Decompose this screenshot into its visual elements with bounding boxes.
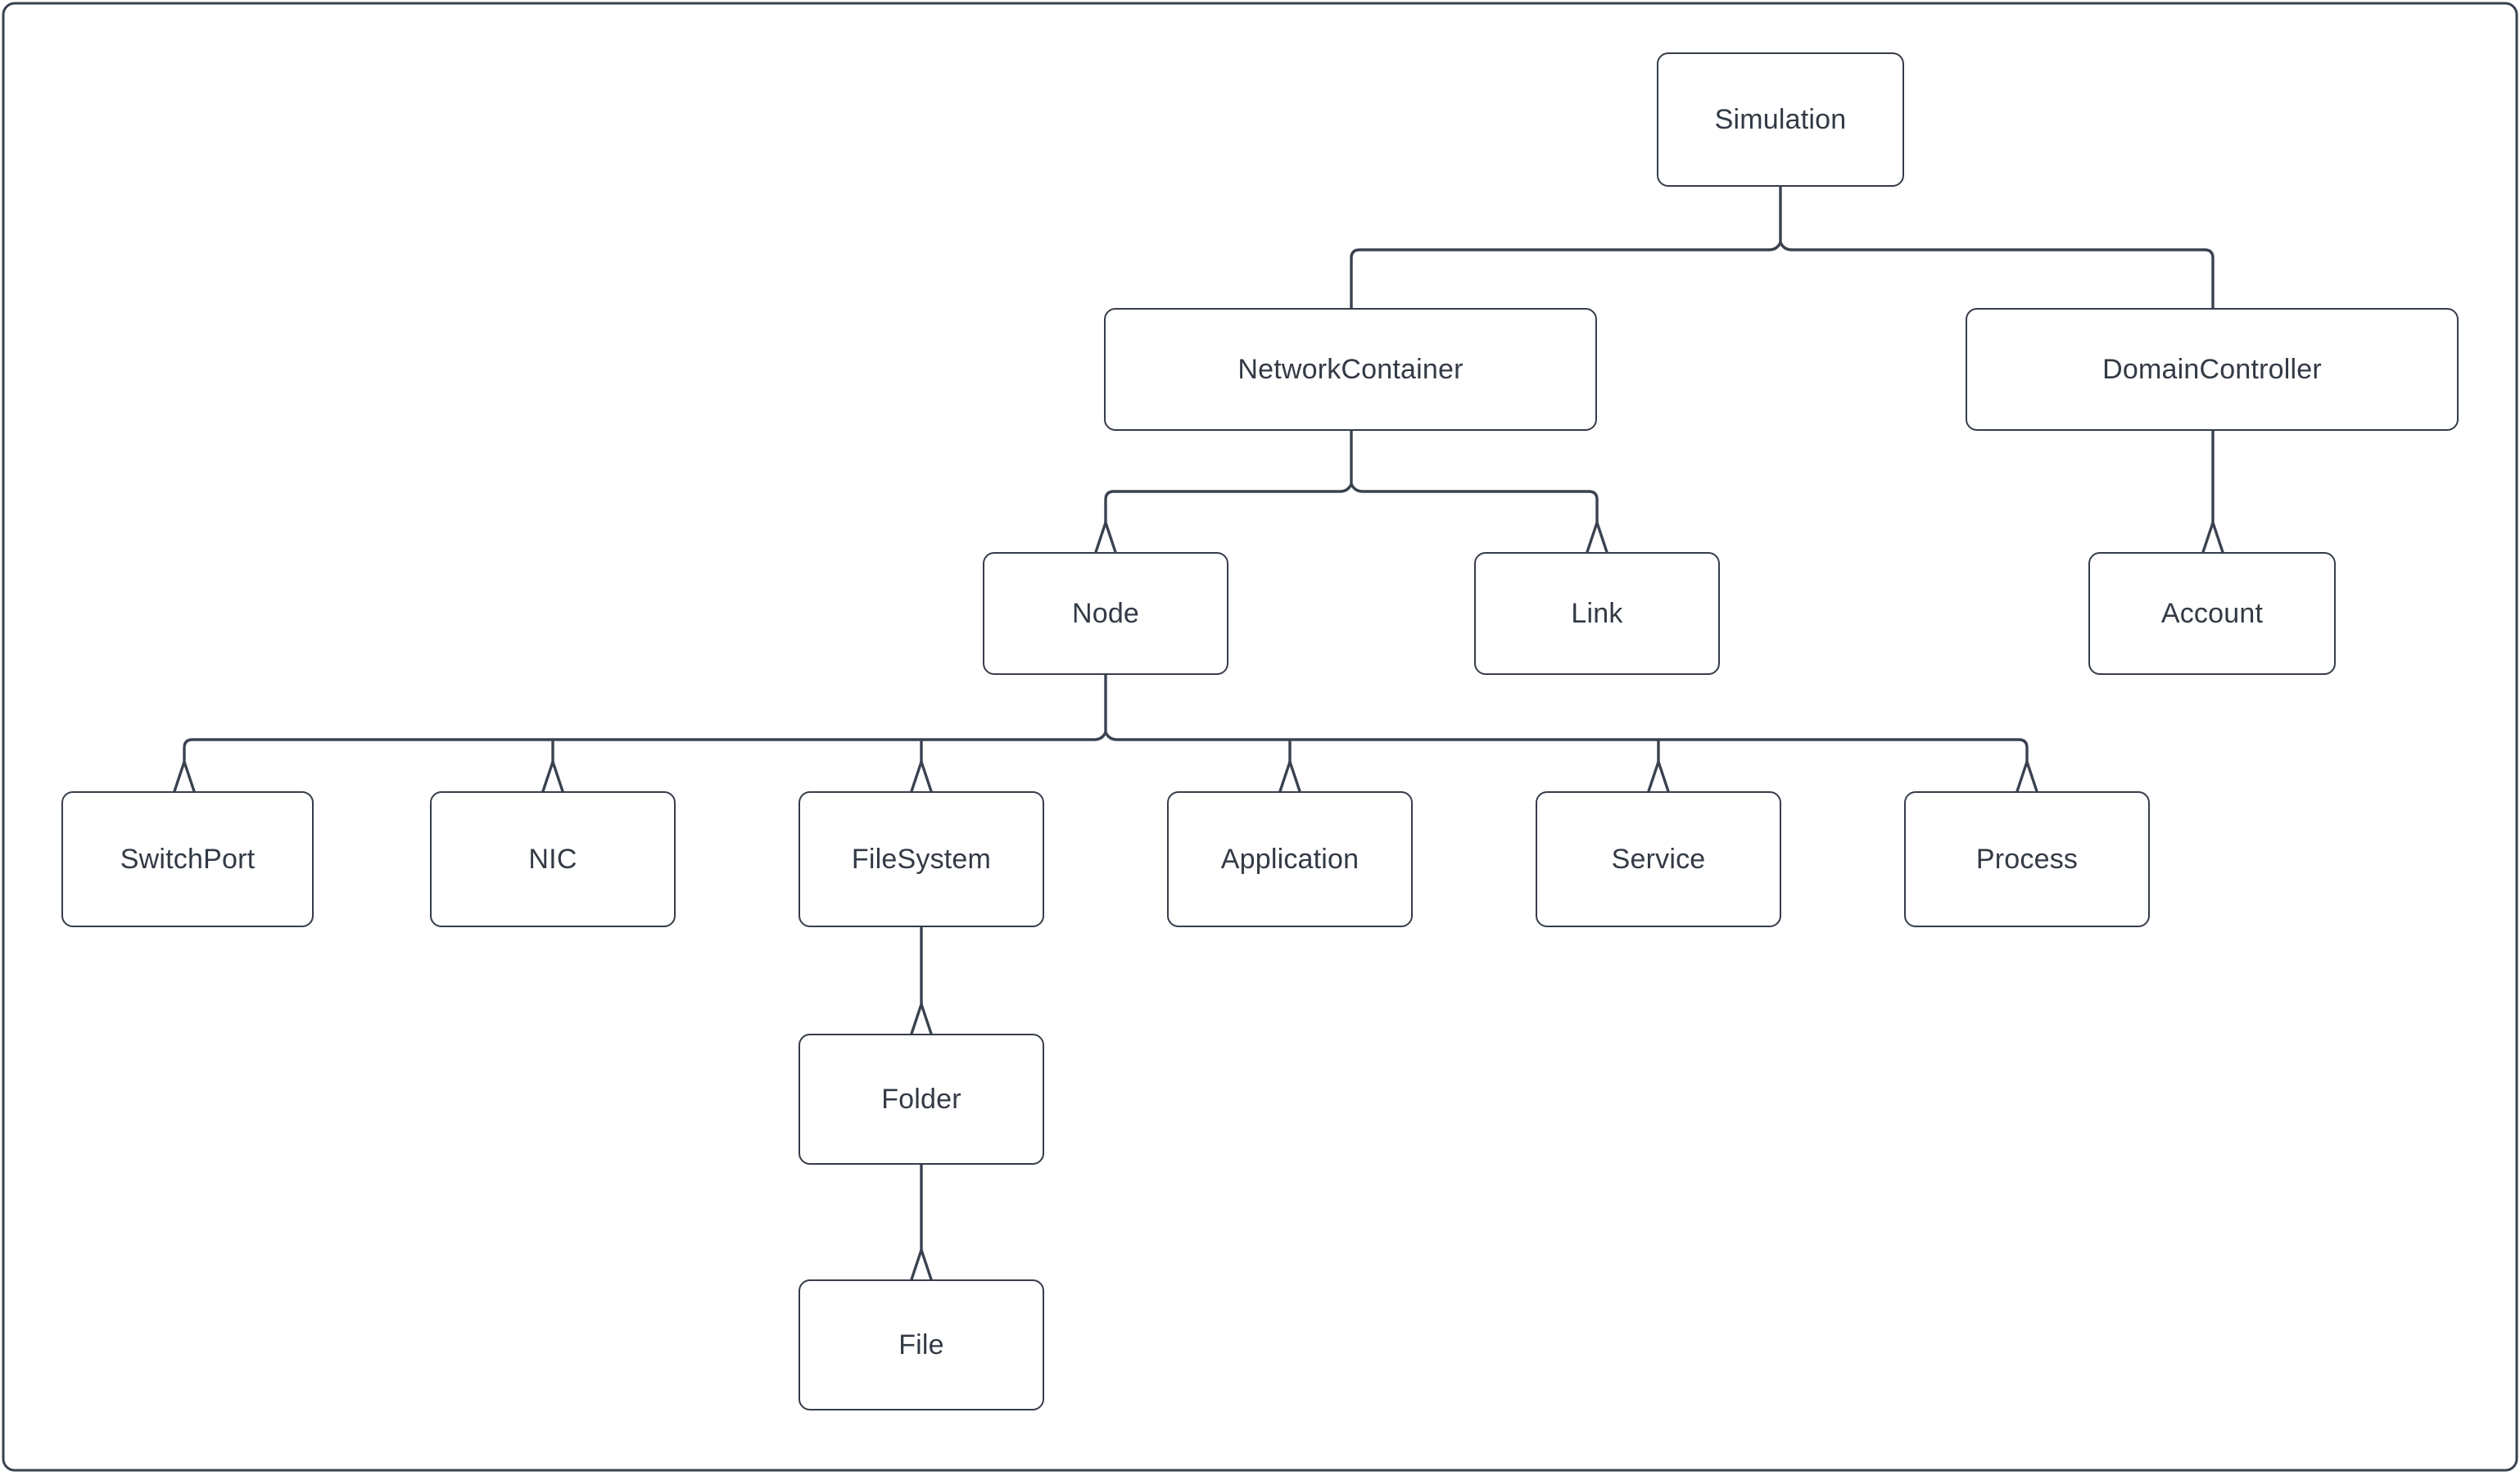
- arrowhead-node: [1094, 521, 1117, 554]
- class-label-account: Account: [2160, 598, 2264, 629]
- class-box-nic[interactable]: NIC: [430, 791, 676, 927]
- class-label-folder: Folder: [881, 1084, 961, 1115]
- arrowhead-file: [910, 1248, 933, 1281]
- edge-simulation-to-domaincontroller: [1779, 241, 2215, 310]
- class-label-file: File: [898, 1329, 944, 1361]
- edge-networkcontainer-to-link: [1350, 482, 1599, 524]
- edge-node-rail-left: [183, 731, 1107, 763]
- class-box-process[interactable]: Process: [1904, 791, 2150, 927]
- class-label-application: Application: [1220, 844, 1360, 875]
- arrowhead-application: [1278, 760, 1301, 793]
- class-box-domaincontroller[interactable]: DomainController: [1966, 308, 2459, 431]
- class-label-node: Node: [1071, 598, 1140, 629]
- class-box-node[interactable]: Node: [983, 552, 1228, 675]
- arrowhead-account: [2201, 521, 2224, 554]
- class-label-domaincontroller: DomainController: [2102, 354, 2322, 385]
- arrowhead-switchport: [173, 760, 196, 793]
- arrowhead-link: [1586, 521, 1608, 554]
- class-box-filesystem[interactable]: FileSystem: [799, 791, 1044, 927]
- generalization-arrowheads: [173, 521, 2224, 1281]
- edge-simulation-to-networkcontainer: [1350, 241, 1782, 310]
- edge-node-rail-right: [1104, 731, 2029, 763]
- class-box-link[interactable]: Link: [1474, 552, 1720, 675]
- edge-networkcontainer-to-node: [1104, 482, 1353, 524]
- class-label-filesystem: FileSystem: [851, 844, 992, 875]
- class-label-nic: NIC: [528, 844, 577, 875]
- arrowhead-service: [1647, 760, 1670, 793]
- class-label-link: Link: [1571, 598, 1623, 629]
- class-box-service[interactable]: Service: [1536, 791, 1781, 927]
- class-box-networkcontainer[interactable]: NetworkContainer: [1104, 308, 1597, 431]
- class-box-simulation[interactable]: Simulation: [1657, 52, 1904, 187]
- class-label-service: Service: [1611, 844, 1706, 875]
- class-box-switchport[interactable]: SwitchPort: [61, 791, 314, 927]
- class-box-file[interactable]: File: [799, 1279, 1044, 1410]
- class-label-simulation: Simulation: [1714, 104, 1847, 135]
- connectors: [183, 185, 2215, 1252]
- class-box-folder[interactable]: Folder: [799, 1034, 1044, 1165]
- class-box-application[interactable]: Application: [1167, 791, 1413, 927]
- class-label-networkcontainer: NetworkContainer: [1237, 354, 1464, 385]
- class-label-switchport: SwitchPort: [120, 844, 256, 875]
- arrowhead-filesystem: [910, 760, 933, 793]
- arrowhead-nic: [541, 760, 564, 793]
- arrowhead-process: [2016, 760, 2038, 793]
- class-label-process: Process: [1975, 844, 2079, 875]
- class-box-account[interactable]: Account: [2088, 552, 2336, 675]
- arrowhead-folder: [910, 1003, 933, 1035]
